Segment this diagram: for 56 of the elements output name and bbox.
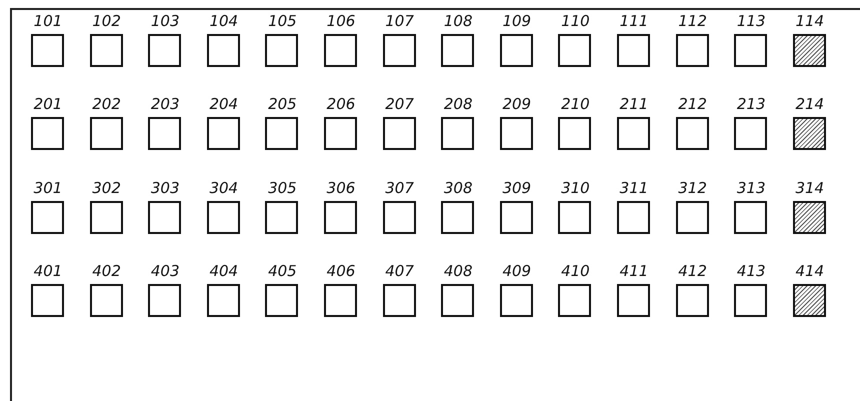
box-number: 412 bbox=[677, 262, 708, 280]
box-number: 205 bbox=[267, 95, 298, 113]
box-number: 214 bbox=[794, 95, 826, 113]
box-number: 313 bbox=[736, 179, 766, 197]
box-number: 401 bbox=[32, 262, 64, 280]
box-number: 405 bbox=[267, 262, 298, 280]
box-number: 308 bbox=[442, 179, 474, 197]
box-number: 305 bbox=[267, 179, 298, 197]
box-number: 408 bbox=[442, 262, 474, 280]
box-number: 311 bbox=[618, 179, 650, 197]
box-number: 304 bbox=[208, 179, 240, 197]
box-number: 106 bbox=[326, 12, 356, 30]
box-number: 208 bbox=[442, 95, 474, 113]
box-number: 314 bbox=[794, 179, 826, 197]
box-number: 302 bbox=[91, 179, 122, 197]
box-number: 201 bbox=[32, 95, 64, 113]
box-number: 202 bbox=[91, 95, 122, 113]
box-number: 410 bbox=[560, 262, 591, 280]
box-number: 104 bbox=[208, 12, 240, 30]
box-number: 103 bbox=[150, 12, 180, 30]
box-number: 113 bbox=[736, 12, 766, 30]
box-number: 309 bbox=[501, 179, 532, 197]
box-number: 211 bbox=[618, 95, 650, 113]
box-number: 109 bbox=[501, 12, 532, 30]
box-number: 209 bbox=[501, 95, 532, 113]
box-number: 111 bbox=[618, 12, 650, 30]
box-number: 105 bbox=[267, 12, 298, 30]
box-number: 108 bbox=[442, 12, 474, 30]
box-number: 207 bbox=[384, 95, 415, 113]
box-number: 301 bbox=[32, 179, 64, 197]
box-number: 403 bbox=[150, 262, 180, 280]
box-number: 107 bbox=[384, 12, 415, 30]
box-number: 414 bbox=[794, 262, 826, 280]
box-number: 112 bbox=[677, 12, 708, 30]
box-number: 306 bbox=[326, 179, 356, 197]
box-number: 406 bbox=[326, 262, 356, 280]
box-number: 203 bbox=[150, 95, 180, 113]
box-number: 114 bbox=[794, 12, 826, 30]
box-number: 212 bbox=[677, 95, 708, 113]
box-number: 213 bbox=[736, 95, 766, 113]
box-number: 210 bbox=[560, 95, 591, 113]
box-number: 402 bbox=[91, 262, 122, 280]
box-number: 407 bbox=[384, 262, 415, 280]
box-number: 404 bbox=[208, 262, 240, 280]
box-number: 310 bbox=[560, 179, 591, 197]
box-number: 409 bbox=[501, 262, 532, 280]
box-number: 110 bbox=[560, 12, 591, 30]
box-number: 411 bbox=[618, 262, 650, 280]
box-number: 307 bbox=[384, 179, 415, 197]
box-number: 413 bbox=[736, 262, 766, 280]
box-number: 204 bbox=[208, 95, 240, 113]
box-number: 312 bbox=[677, 179, 708, 197]
box-number: 101 bbox=[32, 12, 64, 30]
box-number: 102 bbox=[91, 12, 122, 30]
box-number: 206 bbox=[326, 95, 356, 113]
box-number: 303 bbox=[150, 179, 180, 197]
